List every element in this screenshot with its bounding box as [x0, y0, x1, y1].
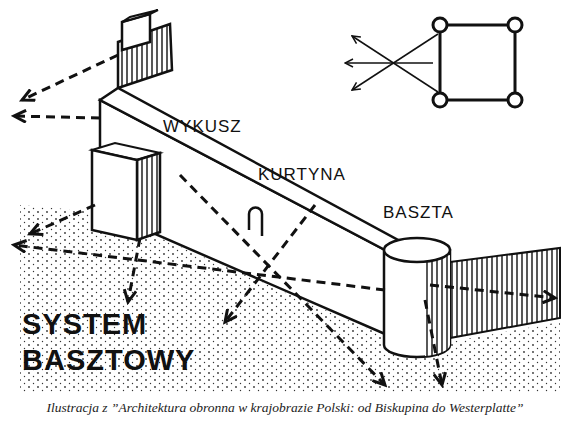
part-label: BASZTA	[383, 203, 454, 223]
fire-arrow	[22, 55, 118, 100]
fire-arrow	[180, 175, 385, 385]
projection-side	[137, 153, 160, 240]
plan-fire-line	[345, 62, 433, 64]
plan-fire-line	[352, 34, 438, 90]
part-label: WYKUSZ	[163, 117, 242, 137]
fire-arrow	[30, 205, 95, 234]
plan-tower	[433, 93, 447, 107]
diagram-title: SYSTEM BASZTOWY	[22, 306, 222, 378]
figure-caption: Ilustracja z ”Architektura obronna w kra…	[0, 399, 570, 417]
turret-top	[122, 10, 158, 22]
fire-arrow	[425, 300, 442, 385]
fire-arrow	[14, 245, 385, 290]
plan-tower	[508, 18, 522, 32]
projection-front	[92, 150, 137, 240]
plan-tower	[433, 18, 447, 32]
fire-arrow	[430, 285, 555, 298]
fire-arrow	[225, 205, 315, 322]
plan-tower	[508, 93, 522, 107]
bartizan	[249, 208, 262, 237]
tower-shading	[425, 255, 450, 356]
tower-top	[384, 238, 450, 262]
plan-square	[440, 25, 515, 100]
fire-arrow	[14, 116, 100, 118]
part-label: KURTYNA	[258, 165, 346, 185]
curtain-wall-top	[100, 88, 398, 250]
tower-body	[384, 250, 450, 357]
fire-arrow	[128, 238, 140, 302]
plan-fire-line	[352, 36, 438, 92]
